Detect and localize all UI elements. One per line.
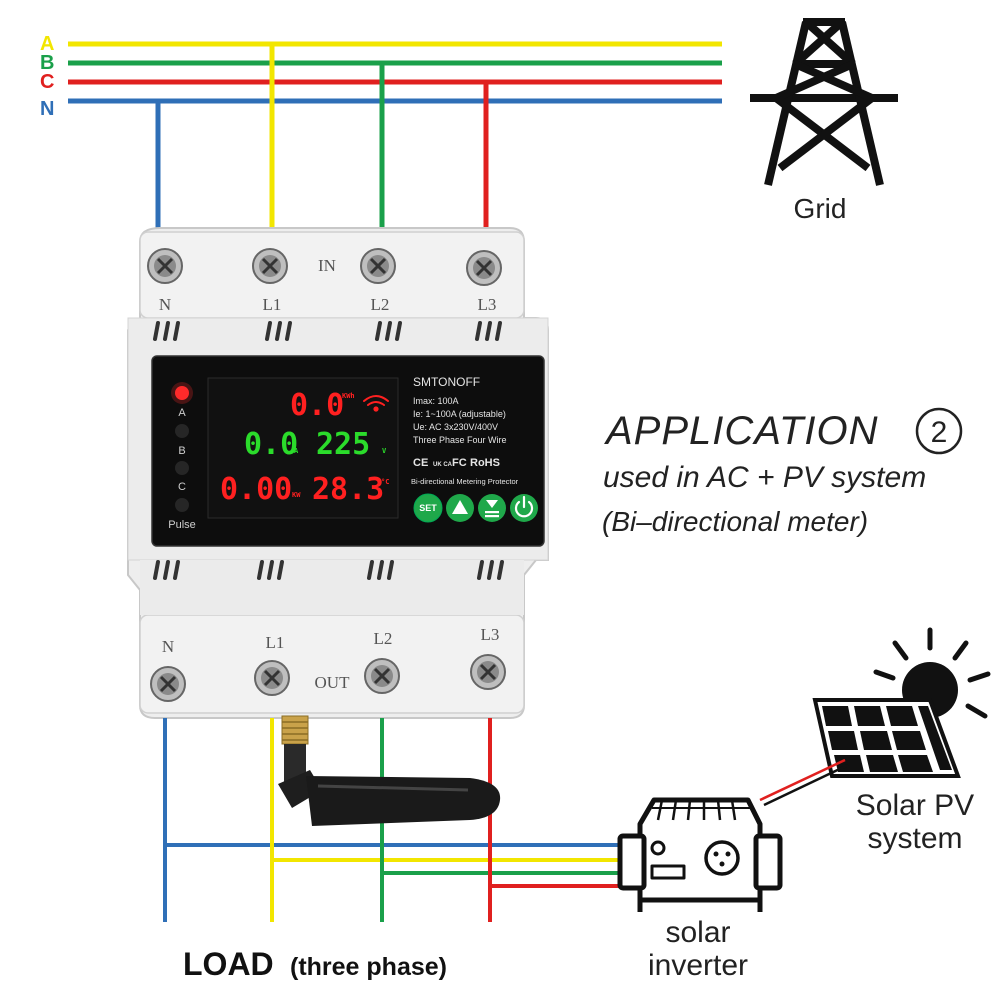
current-unit: A (294, 447, 299, 455)
cert-ce: CE (413, 457, 428, 469)
input-drops (155, 44, 489, 228)
meter-device: N L1 L2 L3 IN N (127, 227, 549, 719)
indicator-leds (171, 382, 193, 512)
temperature-unit: °C (381, 478, 389, 486)
antenna (278, 715, 501, 826)
led-c-icon (175, 461, 189, 475)
spec-imax: Imax: 100A (413, 396, 459, 406)
vent-slots-top (153, 321, 502, 341)
application-number-badge (915, 407, 963, 455)
load-label-main: LOAD (183, 946, 274, 982)
screw-bottom-l3 (470, 654, 506, 690)
application-caption: APPLICATION 2 used in AC + PV system (Bi… (602, 407, 963, 537)
bus-labels: A B C N (40, 33, 54, 120)
top-label-l1: L1 (263, 295, 282, 314)
indicator-labels: A B C Pulse (168, 407, 196, 531)
bottom-label-l3: L3 (481, 625, 500, 644)
voltage-unit: V (382, 447, 387, 455)
top-terminal-labels: N L1 L2 L3 IN (159, 256, 497, 314)
set-button[interactable]: SET (413, 493, 443, 523)
transmission-tower-icon (750, 18, 898, 186)
current-value: 0.0 (244, 427, 298, 462)
power-button[interactable] (510, 494, 538, 522)
output-wires (163, 718, 622, 922)
wifi-icon (363, 395, 389, 412)
power-value: 0.00 (220, 472, 292, 507)
lcd-readings: 0.0 KWh 0.0 A 225 V 0.00 KW 28.3 °C (220, 388, 389, 507)
load-label-sub: (three phase) (290, 953, 447, 981)
pv-cable (759, 758, 849, 807)
pulse-label: Pulse (168, 519, 196, 531)
top-terminal-block (139, 231, 525, 319)
spec-ie: Ie: 1~100A (adjustable) (413, 409, 506, 419)
screw-top-n (147, 248, 183, 284)
bottom-screws (150, 654, 506, 702)
application-number: 2 (931, 416, 948, 449)
indicator-label-c: C (178, 481, 186, 493)
screw-bottom-l2 (364, 658, 400, 694)
cert-ukca: UK CA (433, 462, 453, 468)
temperature-value: 28.3 (312, 472, 384, 507)
screw-bottom-l1 (254, 660, 290, 696)
brand-name: SMTONOFF (413, 375, 480, 389)
panel-text: SMTONOFF Imax: 100A Ie: 1~100A (adjustab… (411, 375, 519, 486)
power-icon (514, 500, 534, 518)
top-label-l3: L3 (478, 295, 497, 314)
led-a-icon (175, 386, 189, 400)
top-label-l2: L2 (371, 295, 390, 314)
cert-rohs: RoHS (470, 457, 500, 469)
application-title: APPLICATION (604, 409, 879, 453)
spec-ue: Ue: AC 3x230V/400V (413, 422, 498, 432)
solar-panel-icon (812, 698, 961, 778)
screw-bottom-n (150, 666, 186, 702)
load-label: LOAD (three phase) (183, 946, 447, 982)
application-line2: (Bi–directional meter) (602, 506, 868, 537)
inverter-label-line1: solar (665, 916, 730, 949)
bottom-label-l2: L2 (374, 629, 393, 648)
voltage-value: 225 (316, 427, 370, 462)
inverter-label-line2: inverter (648, 949, 748, 982)
top-label-n: N (159, 295, 171, 314)
bus-label-b: B (40, 52, 54, 74)
vent-slots-bottom (153, 560, 504, 580)
bus-label-a: A (40, 33, 54, 55)
indicator-label-a: A (178, 407, 186, 419)
down-button[interactable] (478, 494, 506, 522)
spec-wiring: Three Phase Four Wire (413, 435, 507, 445)
bus-label-n: N (40, 98, 54, 120)
bottom-label-l1: L1 (266, 633, 285, 652)
product-name: Bi-directional Metering Protector (411, 477, 519, 486)
arrow-up-icon (452, 500, 468, 514)
top-screws (147, 248, 502, 286)
out-label: OUT (315, 673, 351, 692)
grid-label: Grid (794, 193, 847, 224)
screw-top-l1 (252, 248, 288, 284)
in-label: IN (318, 256, 336, 275)
bottom-terminal-labels: N L1 L2 L3 OUT (162, 625, 500, 692)
indicator-label-b: B (178, 445, 185, 457)
energy-value: 0.0 (290, 388, 344, 423)
cert-fc: FC (452, 457, 467, 469)
energy-unit: KWh (342, 392, 355, 400)
application-line1: used in AC + PV system (603, 461, 926, 494)
arrow-down-icon (486, 500, 498, 508)
bottom-label-n: N (162, 637, 174, 656)
screw-top-l3 (466, 250, 502, 286)
solar-label-line2: system (867, 822, 962, 855)
bus-bars (68, 41, 722, 104)
bottom-terminal-block (139, 614, 525, 714)
up-button[interactable] (446, 494, 474, 522)
led-pulse-icon (175, 498, 189, 512)
bus-label-c: C (40, 71, 54, 93)
set-button-label: SET (419, 503, 437, 513)
lcd-screen (207, 377, 399, 519)
solar-label-line1: Solar PV (856, 789, 974, 822)
power-unit: KW (292, 491, 301, 499)
screw-top-l2 (360, 248, 396, 284)
led-b-icon (175, 424, 189, 438)
inverter-icon (617, 797, 783, 912)
